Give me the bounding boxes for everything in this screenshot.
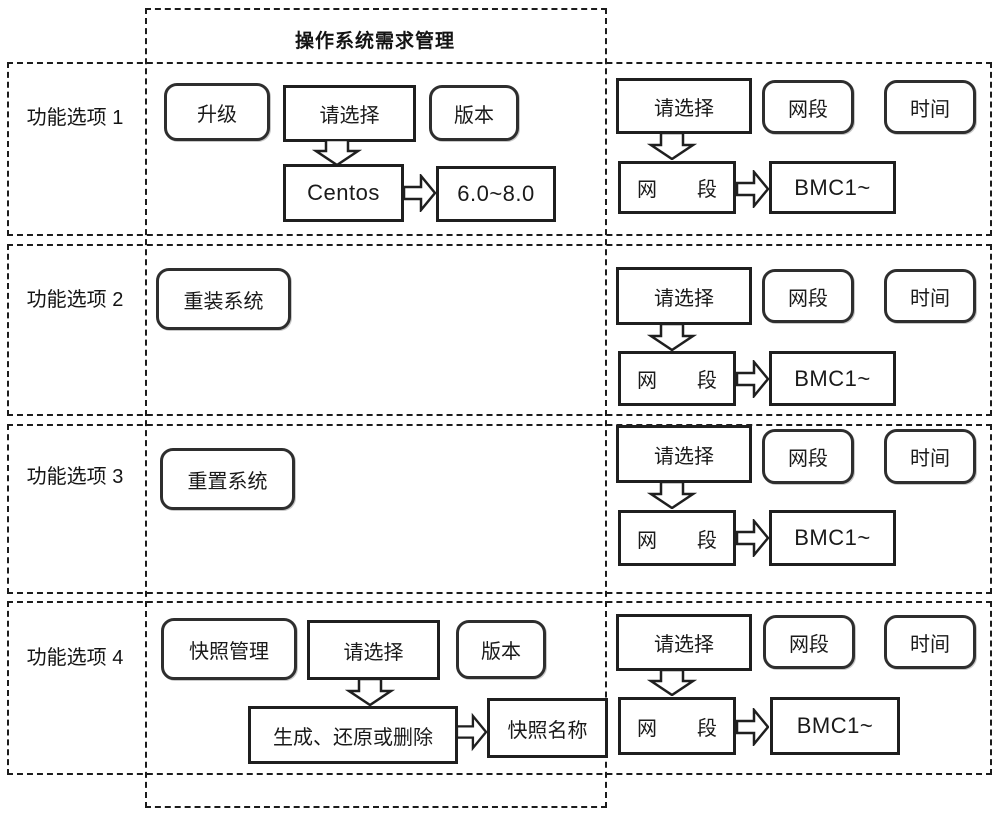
row1-right-select-box: 请选择 [616, 78, 752, 134]
down-arrow-icon [645, 132, 699, 160]
row4-select-box: 请选择 [307, 620, 440, 680]
row4-target-box: BMC1~ [770, 697, 900, 755]
right-arrow-icon [736, 519, 769, 557]
row4-category-box: 版本 [456, 620, 546, 679]
down-arrow-icon [645, 669, 699, 696]
down-arrow-icon [645, 481, 699, 509]
row2-action-box: 重装系统 [156, 268, 291, 330]
row2-target-box: BMC1~ [769, 351, 896, 406]
right-arrow-icon [456, 711, 487, 753]
right-arrow-icon [736, 170, 769, 208]
row4-frame [7, 601, 992, 775]
row4-right-select-box: 请选择 [616, 614, 752, 671]
row2-label: 功能选项 2 [26, 289, 124, 311]
row3-action-box: 重置系统 [160, 448, 295, 510]
down-arrow-icon [310, 139, 364, 166]
row3-frame [7, 424, 992, 594]
right-arrow-icon [403, 174, 436, 212]
row2-time-tag-box: 时间 [884, 269, 976, 323]
row3-segment-box: 网 段 [618, 510, 736, 566]
row4-value-box: 生成、还原或删除 [248, 706, 458, 764]
row1-action-box: 升级 [164, 83, 270, 141]
row2-segment-box: 网 段 [618, 351, 736, 406]
row1-time-tag-box: 时间 [884, 80, 976, 134]
row4-action-box: 快照管理 [161, 618, 297, 680]
row1-target-box: BMC1~ [769, 161, 896, 214]
row2-frame [7, 244, 992, 416]
row4-label: 功能选项 4 [26, 647, 124, 669]
row3-right-select-box: 请选择 [616, 425, 752, 483]
row3-target-box: BMC1~ [769, 510, 896, 566]
row3-label: 功能选项 3 [26, 466, 124, 488]
row4-segment-box: 网 段 [618, 697, 736, 755]
row1-frame [7, 62, 992, 236]
down-arrow-icon [343, 678, 397, 706]
center-column-frame [145, 8, 607, 808]
right-arrow-icon [736, 360, 769, 398]
down-arrow-icon [645, 323, 699, 351]
row3-time-tag-box: 时间 [884, 429, 976, 484]
row1-label: 功能选项 1 [26, 107, 124, 129]
row1-value-box: Centos [283, 164, 404, 222]
row4-segment-tag-box: 网段 [763, 615, 855, 669]
row1-detail-box: 6.0~8.0 [436, 166, 556, 222]
row4-detail-box: 快照名称 [487, 698, 608, 758]
row1-select-box: 请选择 [283, 85, 416, 142]
row1-segment-tag-box: 网段 [762, 80, 854, 134]
row1-category-box: 版本 [429, 85, 519, 141]
row1-segment-box: 网 段 [618, 161, 736, 214]
row4-time-tag-box: 时间 [884, 615, 976, 669]
row2-right-select-box: 请选择 [616, 267, 752, 325]
diagram-title: 操作系统需求管理 [294, 31, 455, 52]
row2-segment-tag-box: 网段 [762, 269, 854, 323]
row3-segment-tag-box: 网段 [762, 429, 854, 484]
right-arrow-icon [736, 708, 769, 746]
